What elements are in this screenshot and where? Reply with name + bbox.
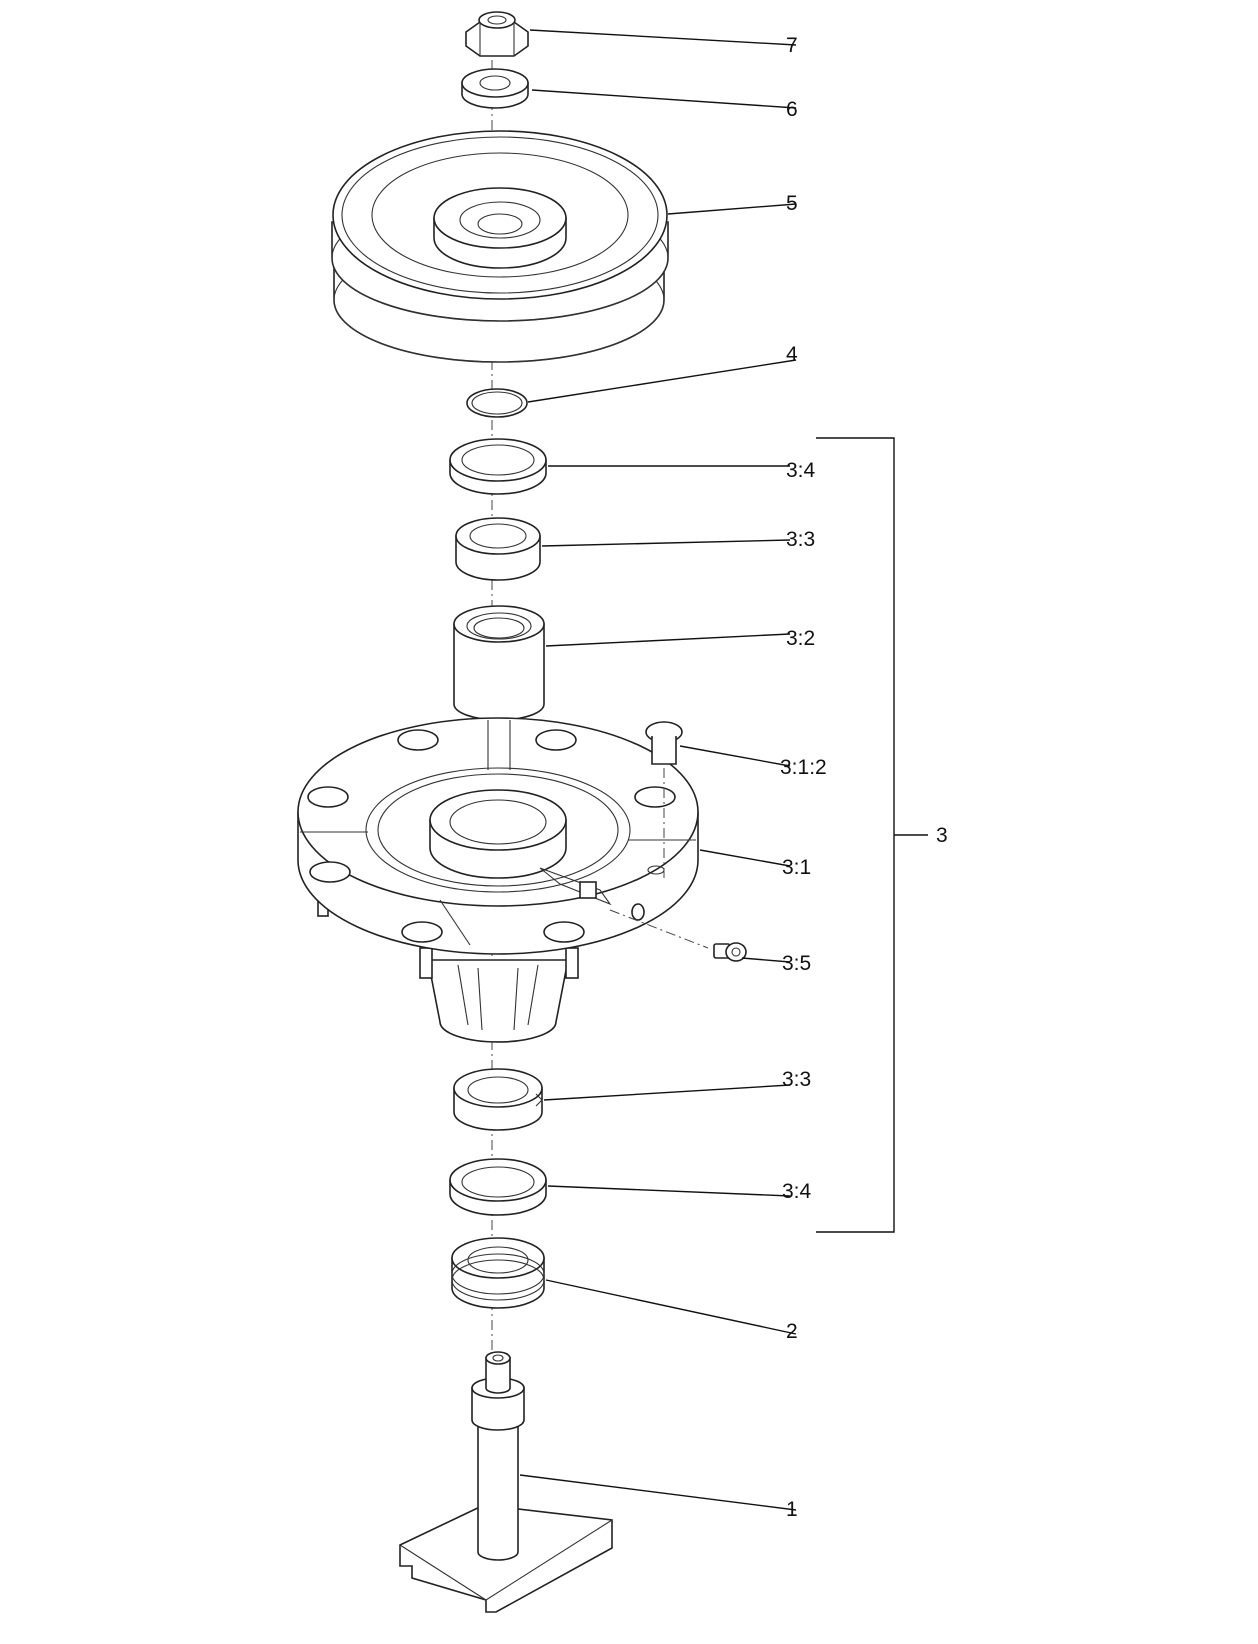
callout-3-3-top: 3:3 <box>786 528 815 551</box>
callout-4: 4 <box>786 343 798 366</box>
part-3-3-bottom-bearing <box>453 1068 543 1131</box>
part-1-spindle-shaft <box>399 1351 613 1613</box>
callout-3-4-top: 3:4 <box>786 459 816 482</box>
part-7-hex-nut <box>465 11 529 57</box>
callout-1: 1 <box>786 1498 798 1521</box>
callout-3-4-bottom: 3:4 <box>782 1180 812 1203</box>
part-3-4-top-seal <box>449 438 547 495</box>
part-3-1-2-pin <box>645 721 683 880</box>
callout-3: 3 <box>936 824 948 847</box>
callout-3-1: 3:1 <box>782 856 811 879</box>
callout-3-2: 3:2 <box>786 627 815 650</box>
leader-lines <box>519 29 797 1511</box>
part-2-bushing <box>451 1237 545 1309</box>
callout-3-5: 3:5 <box>782 952 811 975</box>
part-6-washer <box>461 68 529 109</box>
part-3-1-housing <box>297 717 699 1043</box>
callout-3-1-2: 3:1:2 <box>780 756 827 779</box>
part-3-4-bottom-seal <box>449 1158 547 1216</box>
assembly-3-bracket <box>816 437 895 1233</box>
part-3-3-top-bearing <box>455 517 541 581</box>
part-5-pulley <box>331 130 669 363</box>
part-4-ring <box>466 388 528 418</box>
callout-6: 6 <box>786 98 798 121</box>
callout-5: 5 <box>786 192 798 215</box>
part-3-2-spacer <box>453 605 545 721</box>
callout-2: 2 <box>786 1320 798 1343</box>
callout-3-3-bottom: 3:3 <box>782 1068 811 1091</box>
part-3-5-grease-fitting <box>609 909 747 962</box>
callout-7: 7 <box>786 34 798 57</box>
